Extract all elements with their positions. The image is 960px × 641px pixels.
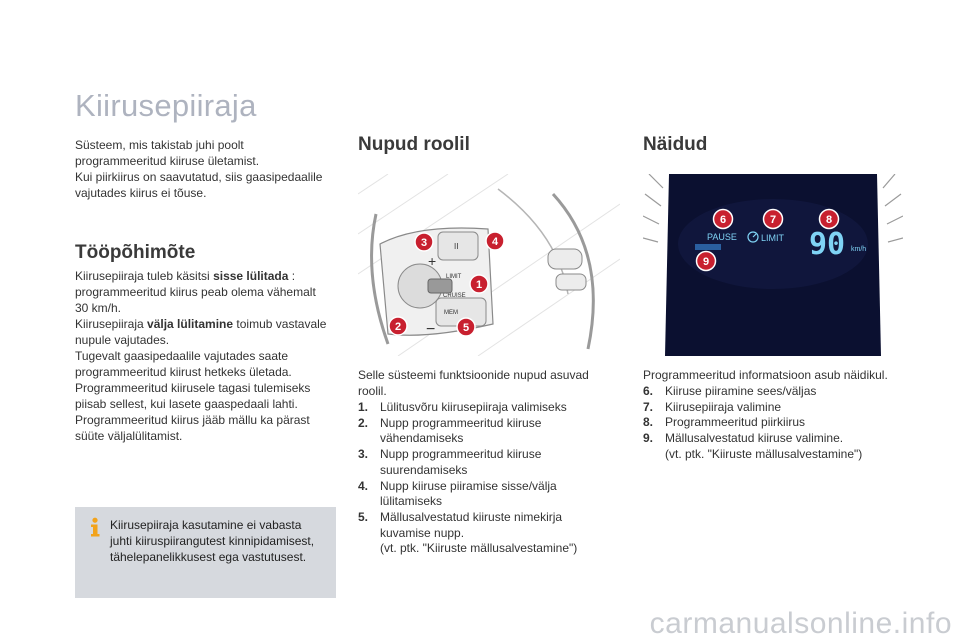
callout-5: 5 — [456, 317, 476, 337]
displays-title: Näidud — [643, 134, 708, 155]
list-item: 7.Kiirusepiiraja valimine — [643, 399, 782, 414]
principle-line: nupule vajutades. — [75, 333, 170, 347]
callout-3: 3 — [414, 232, 434, 252]
svg-text:8: 8 — [826, 214, 832, 226]
info-line: tähelepanelikkusest ega vastutusest. — [110, 550, 307, 564]
buttons-intro: Selle süsteemi funktsioonide nupud asuva… — [358, 367, 620, 399]
svg-text:3: 3 — [421, 237, 427, 249]
pause-label: II — [454, 242, 458, 251]
info-line: Kiirusepiiraja kasutamine ei vabasta — [110, 518, 302, 532]
principle-line: Tugevalt gaasipedaalile vajutades saate — [75, 349, 289, 363]
pause-indicator: PAUSE — [707, 232, 737, 242]
buttons-list: 1.Lülitusvõru kiirusepiiraja valimiseks … — [358, 400, 620, 557]
principle-line: Kiirusepiiraja välja lülitamine toimub v… — [75, 317, 327, 331]
callout-8: 8 — [818, 208, 840, 230]
watermark: carmanualsonline.info — [649, 607, 952, 640]
svg-text:5: 5 — [463, 322, 469, 334]
plus-label: + — [428, 253, 436, 269]
principle-line: Programmeeritud kiirusele tagasi tulemis… — [75, 381, 311, 395]
page-title: Kiirusepiiraja — [75, 88, 257, 123]
callout-6: 6 — [712, 208, 734, 230]
principle-line: programmeeritud kiirus peab olema vähema… — [75, 285, 316, 299]
list-item: 6.Kiiruse piiramine sees/väljas — [643, 384, 817, 398]
list-item: 8.Programmeeritud piirkiirus — [643, 415, 806, 430]
instrument-cluster-image: PAUSE LIMIT 90 km/h 6 7 8 9 — [643, 174, 903, 356]
displays-intro: Programmeeritud informatsioon asub näidi… — [643, 368, 888, 382]
svg-text:6: 6 — [720, 214, 726, 226]
intro-line: vajutades kiirus ei tõuse. — [75, 186, 207, 200]
mem-label: MEM — [444, 310, 458, 316]
intro-line: programmeeritud kiiruse ületamist. — [75, 154, 260, 168]
svg-text:9: 9 — [703, 256, 709, 268]
minus-label: − — [426, 321, 435, 338]
callout-1: 1 — [469, 274, 489, 294]
buttons-intro-line: Selle süsteemi funktsioonide nupud asuva… — [358, 368, 589, 382]
list-item: 9.Mällusalvestatud kiiruse valimine.(vt.… — [643, 431, 863, 461]
steering-wheel-image: + − II LIMIT CRUISE MEM 1 2 3 4 5 — [358, 174, 620, 356]
svg-text:1: 1 — [476, 279, 482, 291]
limit-label: LIMIT — [446, 274, 462, 280]
limit-indicator: LIMIT — [761, 233, 785, 243]
info-line: juhti kiiruspiirangutest kinnipidamisest… — [110, 534, 315, 548]
principle-text: Kiirusepiiraja tuleb käsitsi sisse lülit… — [75, 268, 345, 444]
displays-list: 6.Kiiruse piiramine sees/väljas 7.Kiirus… — [643, 384, 908, 463]
callout-4: 4 — [485, 231, 505, 251]
speed-unit: km/h — [851, 246, 866, 253]
intro-text: Süsteem, mis takistab juhi poolt program… — [75, 137, 340, 201]
svg-text:2: 2 — [395, 321, 401, 333]
principle-title: Tööpõhimõte — [75, 242, 196, 263]
speed-value: 90 — [809, 227, 845, 262]
buttons-title: Nupud roolil — [358, 134, 470, 155]
info-text: Kiirusepiiraja kasutamine ei vabasta juh… — [110, 517, 332, 565]
principle-line: 30 km/h. — [75, 301, 122, 315]
bold-term: sisse lülitada — [213, 269, 289, 283]
intro-line: Kui piirkiirus on saavutatud, siis gaasi… — [75, 170, 323, 184]
cruise-label: CRUISE — [443, 293, 466, 299]
svg-text:7: 7 — [770, 214, 776, 226]
principle-line: süüte väljalülitamist. — [75, 429, 183, 443]
principle-line: Kiirusepiiraja tuleb käsitsi sisse lülit… — [75, 269, 296, 283]
svg-text:4: 4 — [492, 236, 499, 248]
bold-term: välja lülitamine — [147, 317, 234, 331]
callout-7: 7 — [762, 208, 784, 230]
info-icon — [91, 517, 100, 537]
info-box: Kiirusepiiraja kasutamine ei vabasta juh… — [75, 507, 336, 598]
list-item: 1.Lülitusvõru kiirusepiiraja valimiseks — [358, 400, 567, 414]
principle-line: piisab sellest, kui lasete gaaspedaali l… — [75, 397, 298, 411]
principle-line: Programmeeritud kiirus jääb mällu ka pär… — [75, 413, 310, 427]
callout-9: 9 — [695, 250, 717, 272]
intro-line: Süsteem, mis takistab juhi poolt — [75, 138, 244, 152]
callout-2: 2 — [388, 316, 408, 336]
buttons-intro-line: roolil. — [358, 384, 387, 398]
principle-line: programmeeritud kiirust hetkeks ületada. — [75, 365, 292, 379]
